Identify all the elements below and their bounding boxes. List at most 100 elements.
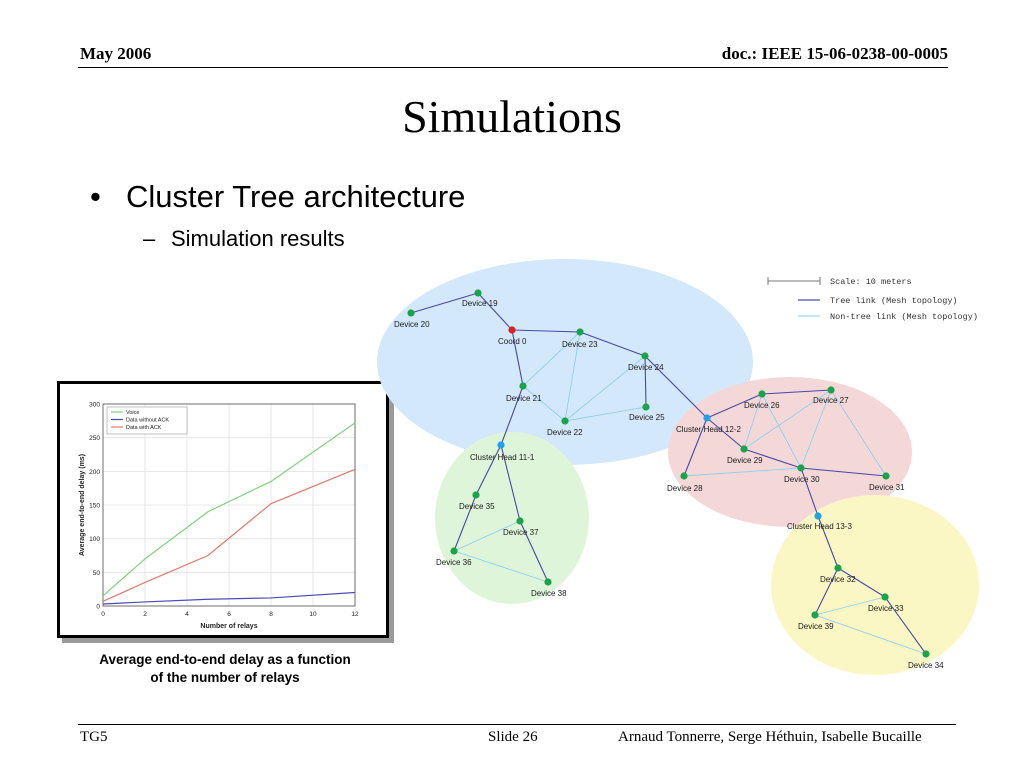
- y-tick-label: 100: [89, 536, 100, 543]
- footer-authors: Arnaud Tonnerre, Serge Héthuin, Isabelle…: [618, 729, 922, 745]
- tree-link: [644, 355, 708, 419]
- device-node-marker: [474, 289, 482, 297]
- cluster-region-blue: [377, 259, 753, 465]
- node-label: Device 27: [813, 396, 849, 405]
- cluster-region-pink: [668, 377, 912, 527]
- tree-link: [511, 329, 581, 333]
- tree-link: [743, 448, 802, 469]
- node-label: Device 37: [503, 528, 539, 537]
- device-node-marker: [519, 382, 527, 390]
- node-d32: Device 32: [820, 564, 856, 584]
- node-d22: Device 22: [547, 417, 583, 437]
- y-tick-label: 250: [89, 435, 100, 442]
- non-tree-link: [830, 389, 887, 477]
- node-label: Cluster Head 11-1: [470, 453, 535, 462]
- chart-caption-line2: of the number of relays: [150, 670, 300, 685]
- bullet-dot: •: [90, 179, 101, 214]
- device-node-marker: [811, 611, 819, 619]
- node-d30: Device 30: [784, 464, 820, 484]
- legend-non-tree-link-label: Non-tree link (Mesh topology): [830, 312, 978, 322]
- node-label: Device 33: [868, 604, 904, 613]
- series-line-2: [102, 468, 356, 602]
- node-label: Coord 0: [498, 337, 527, 346]
- slide-title: Simulations: [402, 91, 622, 142]
- footer-divider: [78, 724, 956, 725]
- legend-scale-label: Scale: 10 meters: [830, 277, 912, 287]
- tree-link: [884, 596, 927, 655]
- x-axis-label: Number of relays: [200, 623, 257, 630]
- non-tree-link: [683, 467, 802, 477]
- tree-link: [475, 444, 502, 496]
- node-d24: Device 24: [628, 352, 664, 372]
- node-d20: Device 20: [394, 309, 430, 329]
- node-label: Device 23: [562, 340, 598, 349]
- legend-tree-link-label: Tree link (Mesh topology): [830, 296, 958, 306]
- device-node-marker: [922, 650, 930, 658]
- chart-caption-line1: Average end-to-end delay as a function: [99, 652, 351, 667]
- node-label: Device 26: [744, 401, 780, 410]
- node-label: Device 25: [629, 413, 665, 422]
- tree-link: [477, 292, 513, 331]
- bullet-level2-text: Simulation results: [171, 226, 345, 251]
- node-label: Device 20: [394, 320, 430, 329]
- non-tree-link: [564, 331, 581, 422]
- device-node-marker: [516, 517, 524, 525]
- tree-link: [500, 444, 521, 522]
- node-label: Device 39: [798, 622, 834, 631]
- topology-legend: Scale: 10 meters Tree link (Mesh topolog…: [767, 277, 978, 322]
- non-tree-link: [522, 331, 581, 387]
- tree-link: [453, 494, 477, 552]
- node-d37: Device 37: [503, 517, 539, 537]
- node-label: Device 22: [547, 428, 583, 437]
- node-label: Device 21: [506, 394, 542, 403]
- node-label: Device 36: [436, 558, 472, 567]
- node-d23: Device 23: [562, 328, 598, 349]
- device-node-marker: [827, 386, 835, 394]
- node-ch12: Cluster Head 12-2: [676, 414, 741, 434]
- x-tick-label: 6: [227, 611, 231, 618]
- x-tick-label: 8: [269, 611, 273, 618]
- node-label: Device 38: [531, 589, 567, 598]
- node-d34: Device 34: [908, 650, 944, 670]
- tree-link: [837, 567, 886, 598]
- y-tick-label: 0: [96, 604, 100, 611]
- x-tick-label: 10: [309, 611, 317, 618]
- non-tree-link: [800, 389, 832, 469]
- node-label: Device 19: [462, 299, 498, 308]
- tree-link: [519, 520, 549, 583]
- node-label: Cluster Head 12-2: [676, 425, 741, 434]
- legend-entry-0: Voice: [126, 410, 139, 416]
- node-d27: Device 27: [813, 386, 849, 405]
- node-d19: Device 19: [462, 289, 498, 308]
- node-d25: Device 25: [629, 403, 665, 422]
- tree-link: [579, 331, 646, 357]
- header-divider: [78, 67, 948, 68]
- node-d36: Device 36: [436, 547, 472, 567]
- tree-link: [800, 467, 819, 517]
- header-doc-id: doc.: IEEE 15-06-0238-00-0005: [721, 44, 948, 63]
- topology-nodes: Coord 0 Device 19 Device 20 Device 23 Device…: [394, 289, 944, 670]
- node-d26: Device 26: [744, 390, 780, 410]
- y-tick-label: 200: [89, 469, 100, 476]
- node-label: Device 24: [628, 363, 664, 372]
- non-tree-link: [564, 355, 646, 422]
- node-label: Device 29: [727, 456, 763, 465]
- device-node-marker: [544, 578, 552, 586]
- non-tree-link: [564, 406, 647, 422]
- tree-link: [644, 355, 647, 408]
- device-node-marker: [834, 564, 842, 572]
- node-d38: Device 38: [531, 578, 567, 598]
- device-node-marker: [642, 403, 650, 411]
- node-label: Device 28: [667, 484, 703, 493]
- non-tree-link: [814, 596, 886, 616]
- tree-link: [500, 385, 524, 446]
- node-label: Device 35: [459, 502, 495, 511]
- bullet-level2: –Simulation results: [143, 226, 345, 252]
- header-date: May 2006: [80, 44, 152, 63]
- non-tree-link: [453, 550, 549, 583]
- cluster-head-node-marker: [703, 414, 711, 422]
- legend-entry-2: Data with ACK: [126, 425, 162, 431]
- node-d28: Device 28: [667, 472, 703, 493]
- x-tick-label: 2: [143, 611, 147, 618]
